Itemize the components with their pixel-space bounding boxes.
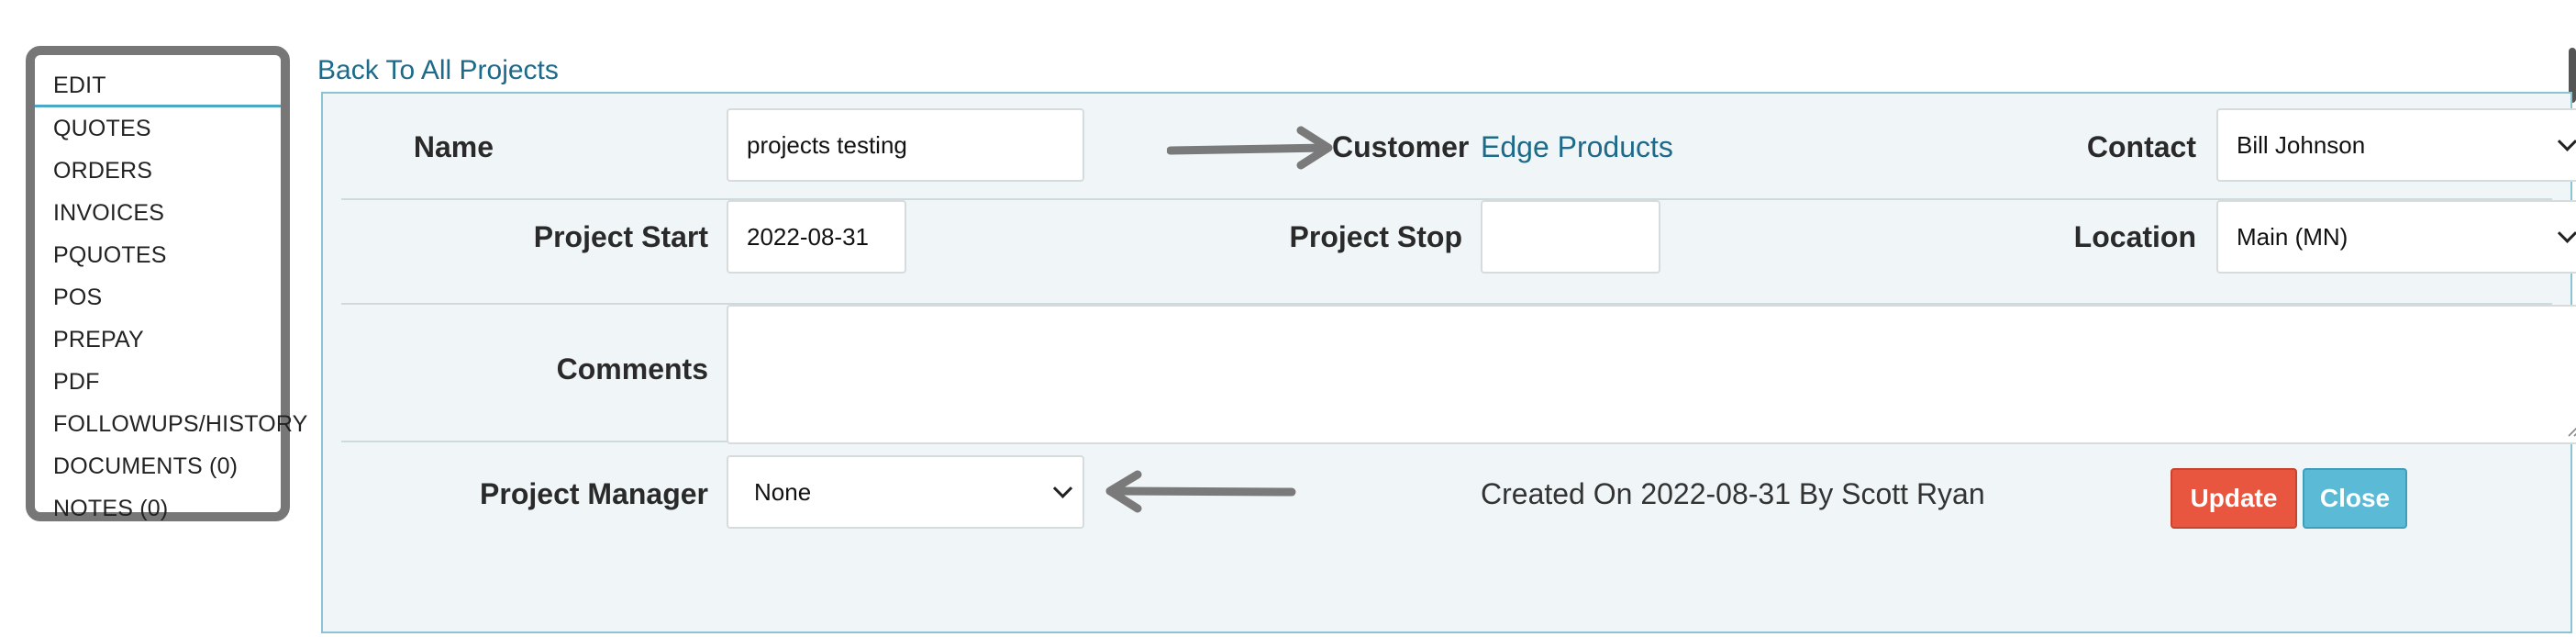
sidebar-item-quotes[interactable]: QUOTES: [53, 116, 151, 141]
form-row-comments: Comments: [341, 305, 2576, 444]
location-label: Location: [2073, 220, 2196, 253]
sidebar-item-invoices[interactable]: INVOICES: [53, 200, 165, 226]
form-row-dates: Project Start 2022-08-31 Project Stop Lo…: [341, 200, 2576, 305]
contact-label: Contact: [2086, 130, 2196, 163]
sidebar-item-pdf[interactable]: PDF: [53, 369, 100, 395]
contact-select[interactable]: Bill Johnson: [2216, 108, 2576, 182]
customer-link[interactable]: Edge Products: [1481, 130, 1673, 163]
sidebar-item-pos[interactable]: POS: [53, 285, 103, 310]
name-input[interactable]: projects testing: [727, 108, 1084, 182]
sidebar-item-prepay[interactable]: PREPAY: [53, 327, 144, 352]
form-row-name: Name projects testing Customer Edge Prod…: [341, 108, 2576, 200]
sidebar-item-edit[interactable]: EDIT: [35, 64, 281, 107]
project-start-input[interactable]: 2022-08-31: [727, 200, 906, 274]
comments-label: Comments: [556, 352, 708, 386]
project-stop-input[interactable]: [1481, 200, 1660, 274]
chevron-down-icon: [2557, 223, 2576, 243]
sidebar-item-followups-history[interactable]: FOLLOWUPS/HISTORY: [53, 411, 308, 437]
sidebar-item-notes[interactable]: NOTES (0): [53, 496, 169, 521]
project-stop-label: Project Stop: [1289, 220, 1462, 253]
sidebar-item-documents[interactable]: DOCUMENTS (0): [53, 453, 239, 479]
location-select-value: Main (MN): [2237, 222, 2348, 251]
back-to-all-projects-link[interactable]: Back To All Projects: [317, 55, 559, 85]
project-manager-label: Project Manager: [480, 477, 708, 510]
created-on-text: Created On 2022-08-31 By Scott Ryan: [1481, 477, 1985, 510]
project-edit-panel: Name projects testing Customer Edge Prod…: [321, 92, 2576, 633]
comments-textarea[interactable]: [727, 305, 2576, 444]
resize-grip-icon[interactable]: [2567, 422, 2576, 437]
window-scrollbar[interactable]: [2569, 48, 2576, 103]
contact-select-value: Bill Johnson: [2237, 130, 2366, 159]
project-manager-select-value: None: [754, 477, 812, 506]
close-button[interactable]: Close: [2303, 468, 2407, 529]
chevron-down-icon: [1052, 478, 1073, 498]
name-input-value: projects testing: [747, 130, 907, 159]
project-manager-select[interactable]: None: [727, 455, 1084, 529]
name-label: Name: [413, 130, 494, 163]
customer-label: Customer: [1332, 130, 1470, 163]
form-row-manager: Project Manager None Created On 2022-08-…: [341, 442, 2552, 553]
annotation-arrow-left-icon: [1105, 470, 1296, 513]
update-button[interactable]: Update: [2171, 468, 2297, 529]
annotation-arrow-right-icon: [1167, 126, 1333, 170]
location-select[interactable]: Main (MN): [2216, 200, 2576, 274]
project-start-value: 2022-08-31: [747, 222, 869, 251]
sidebar-item-pquotes[interactable]: PQUOTES: [53, 242, 167, 268]
project-sidebar-nav: EDIT QUOTES ORDERS INVOICES PQUOTES POS …: [26, 46, 308, 521]
sidebar-item-orders[interactable]: ORDERS: [53, 158, 153, 184]
project-start-label: Project Start: [533, 220, 708, 253]
chevron-down-icon: [2557, 131, 2576, 151]
